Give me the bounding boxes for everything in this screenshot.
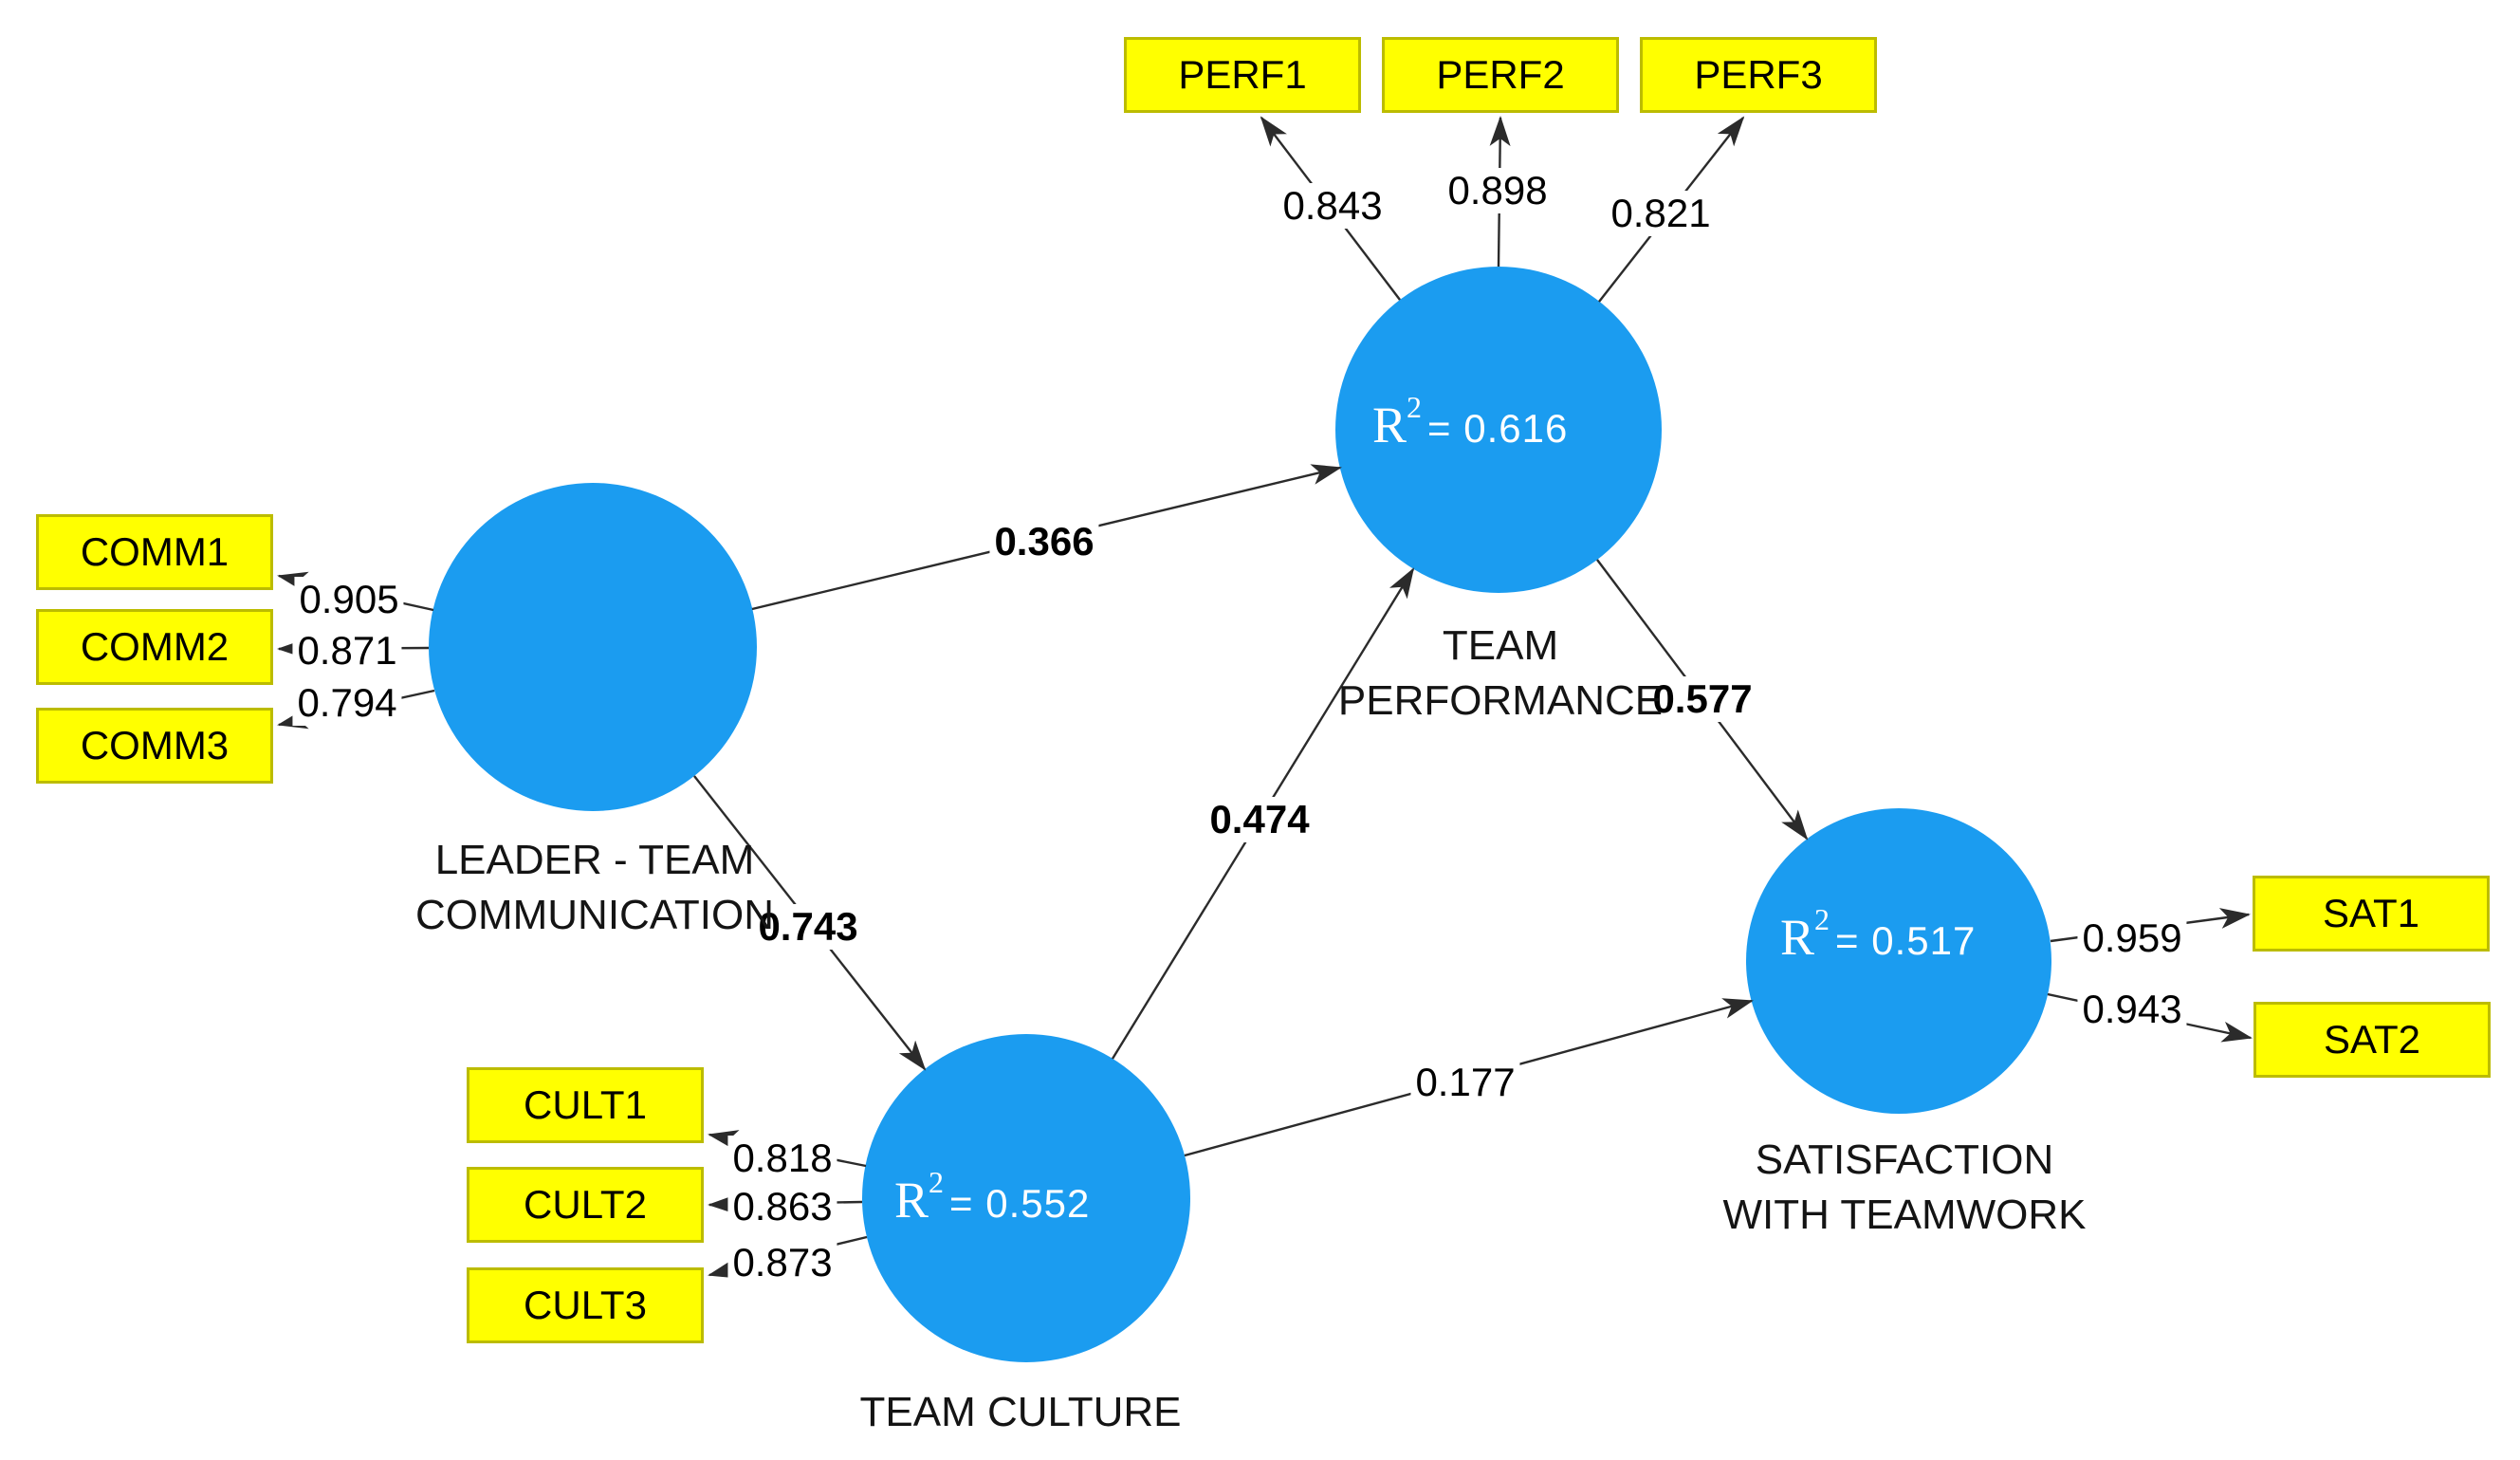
loading-label-comm1: 0.905 (294, 577, 404, 622)
construct-name-line: COMMUNICATION (414, 892, 775, 938)
indicator-box-cult1[interactable]: CULT1 (467, 1067, 704, 1143)
indicator-label: SAT2 (2324, 1017, 2420, 1062)
indicator-label: CULT3 (524, 1283, 647, 1327)
loading-label-sat1: 0.959 (2077, 915, 2187, 961)
r2-symbol: R (1372, 397, 1407, 453)
r2-superscript: 2 (1814, 902, 1830, 936)
construct-name-team-performance: TEAM PERFORMANCE (1338, 619, 1663, 729)
construct-circle-leader-team-communication[interactable] (429, 483, 757, 811)
loading-label-perf1: 0.843 (1278, 183, 1388, 229)
loading-label-comm3: 0.794 (292, 680, 402, 726)
indicator-box-perf2[interactable]: PERF2 (1382, 37, 1619, 113)
indicator-label: COMM3 (80, 723, 230, 767)
r2-value: = 0.552 (949, 1181, 1091, 1226)
loading-label-perf2: 0.898 (1443, 168, 1553, 213)
indicator-label: PERF2 (1436, 52, 1565, 97)
path-coefficient-performance-to-satisfaction: 0.577 (1647, 676, 1757, 722)
construct-name-line: TEAM (1442, 622, 1559, 669)
construct-name-line: SATISFACTION (1755, 1137, 2054, 1183)
r2-symbol: R (1780, 909, 1815, 966)
r2-superscript: 2 (929, 1165, 945, 1199)
construct-name-satisfaction: SATISFACTION WITH TEAMWORK (1723, 1133, 2087, 1243)
indicator-box-perf3[interactable]: PERF3 (1640, 37, 1877, 113)
construct-circle-satisfaction[interactable] (1746, 808, 2051, 1114)
construct-circle-team-culture[interactable] (862, 1034, 1190, 1362)
indicator-box-comm2[interactable]: COMM2 (36, 609, 273, 685)
loading-label-cult2: 0.863 (727, 1184, 837, 1229)
construct-circle-team-performance[interactable] (1335, 267, 1662, 593)
indicator-label: PERF1 (1178, 52, 1307, 97)
r2-symbol: R (894, 1172, 929, 1229)
path-coefficient-culture-to-performance: 0.474 (1205, 797, 1315, 842)
loading-label-comm2: 0.871 (292, 628, 402, 674)
indicator-label: CULT2 (524, 1182, 647, 1227)
r2-label-team-culture: R2= 0.552 (894, 1156, 1090, 1239)
indicator-label: SAT1 (2323, 891, 2419, 935)
loading-label-sat2: 0.943 (2077, 987, 2187, 1032)
indicator-box-comm3[interactable]: COMM3 (36, 708, 273, 784)
construct-name-line: LEADER - TEAM (434, 837, 755, 883)
construct-name-line: WITH TEAMWORK (1722, 1192, 2087, 1238)
loading-label-cult1: 0.818 (727, 1136, 837, 1181)
path-coefficient-leader-to-culture: 0.743 (753, 904, 863, 950)
indicator-label: PERF3 (1694, 52, 1823, 97)
indicator-box-comm1[interactable]: COMM1 (36, 514, 273, 590)
indicator-label: CULT1 (524, 1082, 647, 1127)
indicator-box-sat2[interactable]: SAT2 (2253, 1002, 2491, 1078)
r2-superscript: 2 (1407, 390, 1423, 424)
construct-name-line: PERFORMANCE (1337, 677, 1664, 724)
indicator-box-perf1[interactable]: PERF1 (1124, 37, 1361, 113)
construct-name-leader-team-communication: LEADER - TEAM COMMUNICATION (415, 833, 774, 943)
r2-value: = 0.616 (1427, 406, 1569, 451)
r2-label-team-performance: R2= 0.616 (1372, 381, 1568, 464)
indicator-box-cult3[interactable]: CULT3 (467, 1267, 704, 1343)
loading-label-cult3: 0.873 (727, 1240, 837, 1285)
r2-label-satisfaction: R2= 0.517 (1780, 894, 1976, 976)
construct-name-team-culture: TEAM CULTURE (860, 1385, 1182, 1440)
indicator-label: COMM2 (80, 624, 230, 669)
path-coefficient-culture-to-satisfaction: 0.177 (1410, 1060, 1520, 1105)
indicator-label: COMM1 (80, 529, 230, 574)
r2-value: = 0.517 (1835, 918, 1977, 963)
indicator-box-sat1[interactable]: SAT1 (2253, 876, 2490, 952)
path-coefficient-leader-to-performance: 0.366 (989, 519, 1099, 564)
loading-label-perf3: 0.821 (1606, 191, 1716, 236)
construct-name-line: TEAM CULTURE (859, 1389, 1182, 1435)
indicator-box-cult2[interactable]: CULT2 (467, 1167, 704, 1243)
